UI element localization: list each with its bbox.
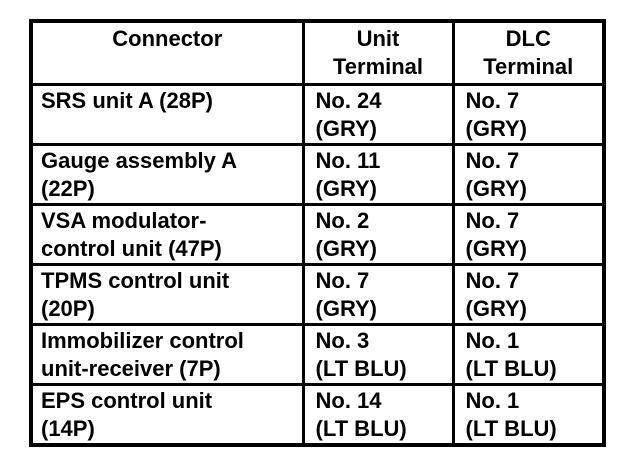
connector-cell: TPMS control unit (20P) bbox=[29, 262, 305, 326]
connector-name-line2: (22P) bbox=[41, 175, 95, 201]
unit-terminal-cell: No. 7 (GRY) bbox=[301, 262, 455, 326]
connector-cell: EPS control unit (14P) bbox=[29, 382, 305, 446]
header-dlc-line2: Terminal bbox=[483, 54, 574, 79]
connector-name: TPMS control unit bbox=[41, 267, 230, 293]
unit-terminal-number: No. 11 bbox=[315, 147, 381, 173]
unit-terminal-number: No. 7 bbox=[315, 267, 370, 293]
connector-name-line2: (14P) bbox=[41, 415, 95, 441]
table-row-srs-unit: SRS unit A (28P) No. 24 (GRY) No. 7 (GRY… bbox=[29, 82, 606, 146]
unit-terminal-cell: No. 2 (GRY) bbox=[301, 202, 455, 266]
dlc-terminal-cell: No. 7 (GRY) bbox=[451, 82, 606, 146]
dlc-terminal-number: No. 7 bbox=[465, 267, 520, 293]
dlc-terminal-number: No. 7 bbox=[465, 147, 520, 173]
dlc-terminal-wire-color: (LT BLU) bbox=[465, 415, 557, 441]
header-unit-line2: Terminal bbox=[332, 54, 424, 79]
dlc-terminal-wire-color: (GRY) bbox=[465, 295, 528, 321]
unit-terminal-number: No. 3 bbox=[315, 327, 370, 353]
dlc-terminal-cell: No. 7 (GRY) bbox=[451, 142, 606, 206]
connector-name-line2: (20P) bbox=[41, 295, 95, 321]
header-connector: Connector bbox=[29, 19, 305, 86]
connector-name-line2: control unit (47P) bbox=[41, 235, 222, 261]
unit-terminal-wire-color: (GRY) bbox=[315, 295, 378, 321]
unit-terminal-wire-color: (LT BLU) bbox=[315, 415, 407, 441]
table-row-tpms-control: TPMS control unit (20P) No. 7 (GRY) No. … bbox=[29, 262, 606, 326]
unit-terminal-wire-color: (GRY) bbox=[315, 115, 378, 141]
header-dlc-terminal: DLC Terminal bbox=[451, 19, 606, 86]
unit-terminal-wire-color: (GRY) bbox=[315, 235, 378, 261]
dlc-terminal-cell: No. 7 (GRY) bbox=[451, 202, 606, 266]
unit-terminal-cell: No. 11 (GRY) bbox=[301, 142, 455, 206]
unit-terminal-cell: No. 24 (GRY) bbox=[301, 82, 455, 146]
table-row-gauge-assembly: Gauge assembly A (22P) No. 11 (GRY) No. … bbox=[29, 142, 606, 206]
dlc-terminal-cell: No. 1 (LT BLU) bbox=[451, 322, 606, 386]
connector-name: Gauge assembly A bbox=[41, 147, 238, 173]
unit-terminal-cell: No. 14 (LT BLU) bbox=[301, 382, 455, 446]
connector-cell: SRS unit A (28P) bbox=[29, 82, 305, 146]
header-dlc-line1: DLC bbox=[505, 26, 551, 51]
header-connector-label: Connector bbox=[112, 26, 223, 51]
header-unit-terminal: Unit Terminal bbox=[301, 19, 455, 86]
dlc-terminal-number: No. 1 bbox=[465, 387, 520, 413]
table-header-row: Connector Unit Terminal DLC Terminal bbox=[29, 19, 606, 86]
connector-terminal-table: Connector Unit Terminal DLC Terminal SRS… bbox=[29, 19, 606, 447]
connector-cell: Immobilizer control unit-receiver (7P) bbox=[29, 322, 305, 386]
connector-name: VSA modulator- bbox=[41, 207, 207, 233]
dlc-terminal-number: No. 7 bbox=[465, 207, 520, 233]
connector-name: SRS unit A (28P) bbox=[41, 87, 213, 113]
dlc-terminal-wire-color: (GRY) bbox=[465, 115, 528, 141]
unit-terminal-number: No. 24 bbox=[315, 87, 382, 113]
connector-name-line2: unit-receiver (7P) bbox=[41, 355, 221, 381]
connector-name: EPS control unit bbox=[41, 387, 213, 413]
dlc-terminal-number: No. 7 bbox=[465, 87, 520, 113]
dlc-terminal-wire-color: (GRY) bbox=[465, 175, 528, 201]
unit-terminal-wire-color: (GRY) bbox=[315, 175, 378, 201]
dlc-terminal-wire-color: (LT BLU) bbox=[465, 355, 557, 381]
dlc-terminal-wire-color: (GRY) bbox=[465, 235, 528, 261]
connector-cell: Gauge assembly A (22P) bbox=[29, 142, 305, 206]
unit-terminal-number: No. 2 bbox=[315, 207, 370, 233]
table-row-eps-control: EPS control unit (14P) No. 14 (LT BLU) N… bbox=[29, 382, 606, 446]
unit-terminal-wire-color: (LT BLU) bbox=[315, 355, 407, 381]
unit-terminal-number: No. 14 bbox=[315, 387, 382, 413]
unit-terminal-cell: No. 3 (LT BLU) bbox=[301, 322, 455, 386]
dlc-terminal-cell: No. 7 (GRY) bbox=[451, 262, 606, 326]
connector-cell: VSA modulator- control unit (47P) bbox=[29, 202, 305, 266]
header-unit-line1: Unit bbox=[356, 26, 400, 51]
connector-name: Immobilizer control bbox=[41, 327, 244, 353]
table-row-vsa-modulator: VSA modulator- control unit (47P) No. 2 … bbox=[29, 202, 606, 266]
dlc-terminal-number: No. 1 bbox=[465, 327, 520, 353]
dlc-terminal-cell: No. 1 (LT BLU) bbox=[451, 382, 606, 446]
table-row-immobilizer: Immobilizer control unit-receiver (7P) N… bbox=[29, 322, 606, 386]
